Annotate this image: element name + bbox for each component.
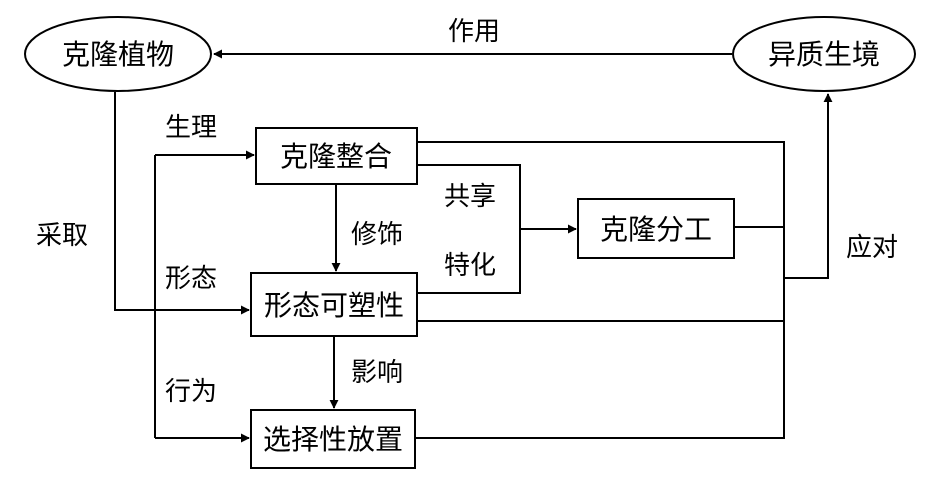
label-response: 应对 (846, 233, 898, 263)
node-clonal-integration: 克隆整合 (255, 127, 418, 185)
node-clonal-division-of-labor: 克隆分工 (577, 198, 735, 259)
node-selective-placement: 选择性放置 (250, 409, 416, 469)
label-morphology: 形态 (165, 264, 217, 294)
node-clonal-plant-label: 克隆植物 (62, 38, 174, 71)
node-morphological-plasticity: 形态可塑性 (250, 272, 418, 337)
edge-response-to-habitat (784, 93, 833, 279)
label-adopt: 采取 (36, 221, 88, 251)
node-heterogeneous-habitat-label: 异质生境 (768, 38, 880, 71)
edge-plant-to-morphology (114, 92, 250, 315)
node-clonal-division-of-labor-label: 克隆分工 (600, 213, 712, 246)
label-influence: 影响 (351, 358, 403, 388)
label-modification: 修饰 (351, 220, 403, 250)
node-heterogeneous-habitat: 异质生境 (732, 16, 916, 92)
label-action: 作用 (448, 17, 500, 47)
node-clonal-plant: 克隆植物 (24, 16, 212, 92)
node-morphological-plasticity-label: 形态可塑性 (264, 289, 404, 322)
label-specialization: 特化 (444, 251, 496, 281)
node-clonal-integration-label: 克隆整合 (280, 140, 392, 173)
label-physiology: 生理 (165, 113, 217, 143)
edge-integration-right (415, 141, 785, 439)
label-behavior: 行为 (165, 377, 217, 407)
label-sharing: 共享 (444, 182, 496, 212)
node-selective-placement-label: 选择性放置 (263, 423, 403, 456)
